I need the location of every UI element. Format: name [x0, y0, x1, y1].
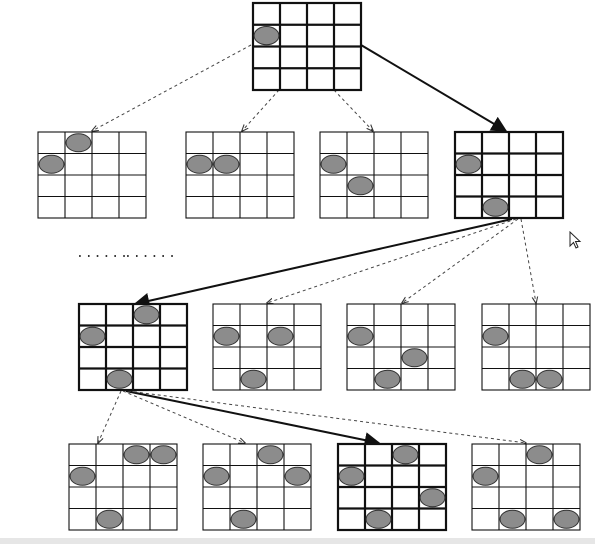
disc-r1-c1	[213, 154, 240, 174]
edge-root-to-l1-b-dashed	[242, 89, 280, 131]
disc-r1-c0	[79, 326, 106, 346]
bottom-band	[0, 538, 595, 544]
disc-r3-c1	[106, 369, 133, 389]
disc-r0-c1	[65, 133, 92, 153]
disc-r2-c3	[419, 488, 446, 508]
disc-r1-c0	[213, 326, 240, 346]
disc-r1-c0	[347, 326, 374, 346]
disc-r0-c2	[257, 445, 284, 465]
board-node-l2-d	[481, 303, 591, 391]
disc-r0-c2	[526, 445, 553, 465]
disc-r1-c0	[38, 154, 65, 174]
board-node-l3-a	[68, 443, 178, 531]
board-node-l3-d	[471, 443, 581, 531]
disc-r3-c2	[536, 369, 563, 389]
disc-r0-c3	[150, 445, 177, 465]
disc-r3-c1	[96, 509, 123, 529]
edge-root-to-l1-a-dashed	[92, 44, 252, 131]
disc-r3-c1	[509, 369, 536, 389]
edge-l1-d-to-l2-d-dashed	[520, 218, 536, 303]
disc-r0-c2	[392, 445, 419, 465]
ellipsis-left: ......	[76, 246, 129, 261]
edge-l2-a-to-l3-b-dashed	[122, 390, 245, 443]
disc-r1-c0	[203, 466, 230, 486]
board-node-l2-b	[212, 303, 322, 391]
edge-l2-a-to-l3-c-solid	[125, 390, 381, 448]
disc-r1-c0	[320, 154, 347, 174]
disc-r0-c2	[133, 305, 160, 325]
disc-r1-c0	[338, 466, 365, 486]
board-node-l1-c	[319, 131, 429, 219]
edge-l2-a-to-l3-d-dashed	[127, 390, 526, 443]
disc-r3-c1	[230, 509, 257, 529]
disc-r0-c2	[123, 445, 150, 465]
board-node-l3-b	[202, 443, 312, 531]
board-node-l1-a	[37, 131, 147, 219]
edge-l1-d-to-l2-b-dashed	[267, 218, 517, 303]
edge-root-to-l1-c-dashed	[333, 89, 373, 131]
disc-r3-c1	[374, 369, 401, 389]
board-node-root	[251, 1, 363, 92]
disc-r3-c3	[553, 509, 580, 529]
disc-r3-c1	[482, 197, 509, 217]
disc-r1-c0	[472, 466, 499, 486]
edge-l2-a-to-l3-a-dashed	[98, 390, 122, 443]
edges-layer	[92, 44, 536, 448]
disc-r3-c1	[240, 369, 267, 389]
disc-r2-c1	[347, 176, 374, 196]
ellipsis-right: ......	[124, 246, 177, 261]
mouse-pointer-icon	[569, 231, 582, 249]
board-node-l2-a	[77, 302, 189, 392]
disc-r1-c3	[284, 466, 311, 486]
disc-r1-c0	[186, 154, 213, 174]
disc-r1-c0	[253, 25, 280, 46]
board-node-l3-c	[336, 442, 448, 532]
board-node-l1-b	[185, 131, 295, 219]
disc-r1-c0	[69, 466, 96, 486]
disc-r3-c1	[365, 509, 392, 529]
disc-r1-c0	[455, 154, 482, 174]
board-node-l2-c	[346, 303, 456, 391]
edge-root-to-l1-d-solid	[360, 44, 508, 132]
edge-l1-d-to-l2-a-solid	[133, 218, 513, 309]
disc-r1-c0	[482, 326, 509, 346]
disc-r3-c1	[499, 509, 526, 529]
board-node-l1-d	[453, 130, 565, 220]
disc-r1-c2	[267, 326, 294, 346]
nodes-layer	[37, 1, 591, 532]
disc-r2-c2	[401, 348, 428, 368]
